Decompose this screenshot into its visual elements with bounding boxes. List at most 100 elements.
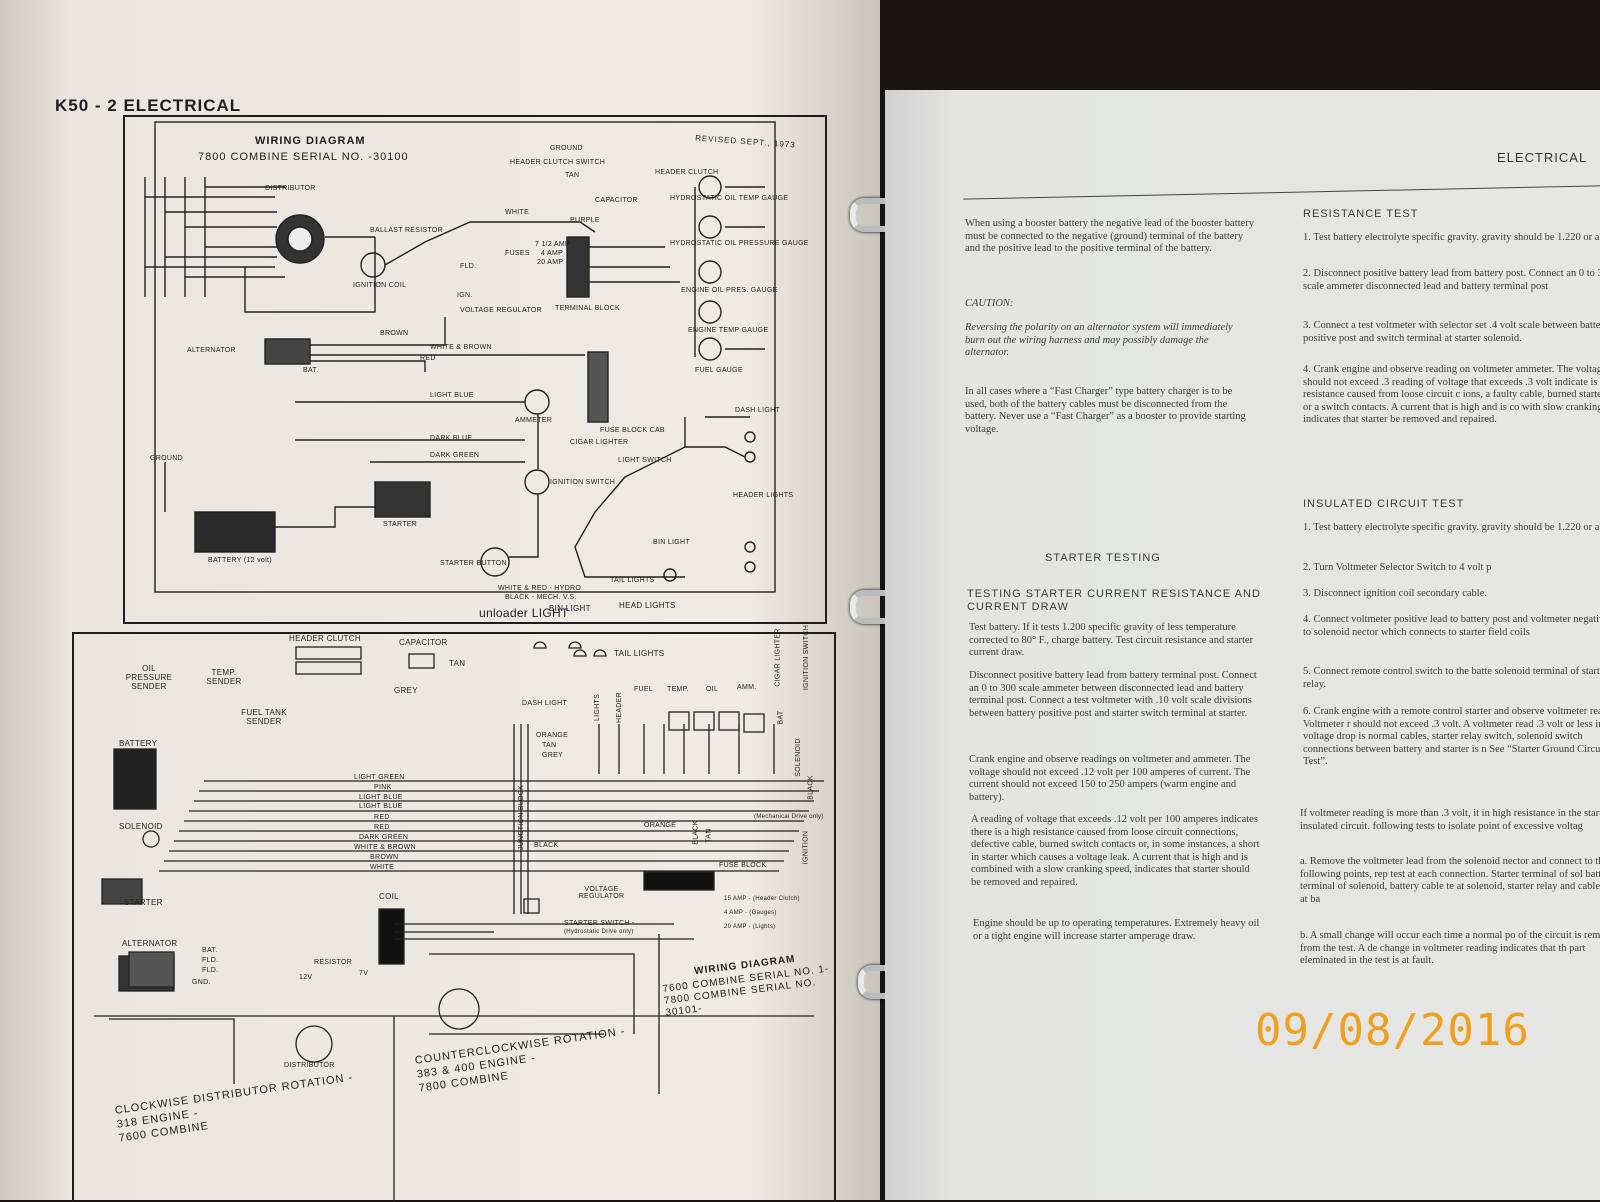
left-page: K50 - 2 ELECTRICAL [0, 0, 880, 1202]
left-page-header: K50 - 2 ELECTRICAL [55, 96, 242, 115]
insulated-step-5: 5. Connect remote control switch to the … [1303, 666, 1600, 690]
label-brown: BROWN [380, 330, 409, 337]
label-fuses: FUSES [505, 250, 530, 257]
starter-para-4: A reading of voltage that exceeds .12 vo… [971, 814, 1260, 888]
insulated-step-2: 2. Turn Voltmeter Selector Switch to 4 v… [1303, 562, 1492, 573]
label-battery-lower: BATTERY [119, 739, 158, 748]
date-stamp: 09/08/2016 [1255, 1005, 1530, 1056]
label-white-brown: WHITE & BROWN [430, 344, 492, 351]
label-junction-block: JUNCTION BLOCK [518, 784, 526, 851]
label-white-red-hydro: WHITE & RED - HYDRO [498, 585, 582, 592]
label-solenoid: SOLENOID [119, 822, 163, 831]
label-7v: 7V [359, 970, 369, 977]
label-fuse-4: 4 AMP [541, 250, 564, 257]
label-fuse-4-lower: 4 AMP - (Gauges) [724, 910, 777, 916]
label-temp-sender: TEMP. SENDER [206, 668, 242, 686]
label-black-vertical: BLACK [807, 775, 815, 800]
insulated-circuit-heading: INSULATED CIRCUIT TEST [1303, 498, 1465, 510]
label-gnd: GND. [192, 979, 211, 986]
label-red-2: RED [374, 824, 390, 831]
label-black-mech: BLACK - MECH. V.S. [505, 594, 577, 601]
label-grey: GREY [394, 686, 418, 695]
label-ground-top: GROUND [550, 145, 583, 152]
label-fld: FLD. [460, 263, 477, 270]
insulated-step-1: 1. Test battery electrolyte specific gra… [1303, 522, 1600, 533]
label-ammeter: AMMETER [515, 417, 553, 424]
caution-text: Reversing the polarity on an alternator … [965, 322, 1233, 358]
label-ignition-coil: IGNITION COIL [353, 282, 407, 289]
label-12v: 12V [299, 974, 313, 981]
label-amm: AMM. [737, 684, 757, 691]
label-bat: BAT. [303, 367, 319, 374]
label-light-blue: LIGHT BLUE [430, 392, 474, 399]
step-a-paragraph: a. Remove the voltmeter lead from the so… [1300, 856, 1600, 905]
voltmeter-reading-paragraph: If voltmeter reading is more than .3 vol… [1300, 808, 1600, 832]
label-cigar-lighter: CIGAR LIGHTER [570, 439, 629, 446]
label-grey2: GREY [542, 752, 564, 759]
starter-testing-heading: STARTER TESTING [1045, 552, 1161, 564]
label-white: WHITE [505, 209, 530, 216]
label-bin-light: BIN LIGHT [653, 539, 690, 546]
label-fuse-20: 20 AMP [537, 259, 564, 266]
label-fuse-20-lower: 20 AMP - (Lights) [724, 924, 776, 930]
label-tan: TAN [565, 172, 580, 179]
label-voltage-regulator-lower: VOLTAGE REGULATOR [578, 886, 625, 900]
starter-para-1: Test battery. If it tests 1.200 specific… [969, 622, 1254, 658]
label-hydro-oil-pressure: HYDROSTATIC OIL PRESSURE GAUGE [670, 240, 809, 247]
insulated-step-3: 3. Disconnect ignition coil secondary ca… [1303, 588, 1487, 599]
upper-diagram-subtitle: 7800 COMBINE SERIAL NO. -30100 [198, 151, 409, 163]
insulated-step-4: 4. Connect voltmeter positive lead to ba… [1303, 614, 1600, 638]
right-page: ELECTRICAL When using a booster battery … [885, 90, 1600, 1200]
label-bin-light-lower: BIN LIGHT [549, 604, 591, 613]
label-orange2: ORANGE [644, 822, 677, 829]
label-fuse-7-5: 7 1/2 AMP [535, 241, 570, 248]
label-header-clutch: HEADER CLUTCH [655, 169, 719, 176]
label-light-blue-2: LIGHT BLUE [359, 803, 403, 810]
label-light-blue-1: LIGHT BLUE [359, 794, 403, 801]
caution-title: CAUTION: [965, 298, 1014, 309]
label-oil: OIL [706, 686, 719, 693]
label-header-lights: HEADER LIGHTS [733, 492, 794, 499]
label-fld1: FLD. [202, 957, 219, 964]
label-bat2: BAT. [202, 947, 218, 954]
label-hydro-oil-temp: HYDROSTATIC OIL TEMP GAUGE [670, 195, 789, 202]
resistance-test-heading: RESISTANCE TEST [1303, 208, 1419, 220]
label-voltage-regulator: VOLTAGE REGULATOR [460, 307, 542, 314]
lower-wiring-diagram: unloader LIGHT BIN LIGHT HEAD LIGHTS HEA… [72, 601, 836, 1202]
label-tail-lights-lower: TAIL LIGHTS [614, 649, 665, 658]
label-light-green: LIGHT GREEN [354, 774, 405, 781]
label-temp: TEMP. [667, 686, 689, 693]
label-battery-12: BATTERY (12 volt) [208, 557, 272, 564]
label-alternator-lower: ALTERNATOR [122, 939, 178, 948]
label-starter-lower: STARTER [124, 898, 163, 907]
starter-para-3: Crank engine and observe readings on vol… [969, 754, 1251, 803]
label-ignition-switch-lower: IGNITION SWITCH [803, 624, 811, 691]
upper-diagram-title: WIRING DIAGRAM [255, 135, 366, 147]
starter-para-5: Engine should be up to operating tempera… [973, 918, 1260, 942]
resistance-step-1: 1. Test battery electrolyte specific gra… [1303, 232, 1600, 243]
label-coil: COIL [379, 892, 399, 901]
label-cigar-lighter-lower: CIGAR LIGHTER [774, 628, 782, 687]
label-red: RED [420, 355, 436, 362]
label-tan3: TAN [705, 828, 713, 843]
right-column: RESISTANCE TEST 1. Test battery electrol… [1300, 208, 1600, 1198]
label-fuse-block-cab: FUSE BLOCK CAB [600, 427, 665, 434]
label-tail-lights: TAIL LIGHTS [610, 577, 655, 584]
booster-battery-paragraph: When using a booster battery the negativ… [965, 218, 1254, 254]
label-brown-lower: BROWN [370, 854, 399, 861]
label-header: HEADER [615, 692, 623, 723]
label-starter: STARTER [383, 521, 418, 528]
label-mech-drive: (Mechanical Drive only) [754, 814, 824, 820]
label-black2: BLACK [534, 842, 559, 849]
label-tan-lower: TAN [449, 659, 466, 668]
label-fuel-gauge: FUEL GAUGE [695, 367, 743, 374]
label-terminal-block: TERMINAL BLOCK [555, 305, 621, 312]
label-fuel-tank-sender: FUEL TANK SENDER [241, 708, 287, 726]
label-fuel: FUEL [634, 686, 654, 693]
label-starter-switch-note: (Hydrostatic Drive only) [564, 929, 634, 935]
starter-para-2: Disconnect positive battery lead from ba… [969, 670, 1257, 719]
label-engine-temp: ENGINE TEMP GAUGE [688, 327, 769, 334]
testing-starter-heading: TESTING STARTER CURRENT RESISTANCE AND C… [967, 588, 1261, 613]
label-dash-light: DASH LIGHT [735, 407, 781, 414]
label-starter-switch: STARTER SWITCH - [564, 920, 635, 927]
